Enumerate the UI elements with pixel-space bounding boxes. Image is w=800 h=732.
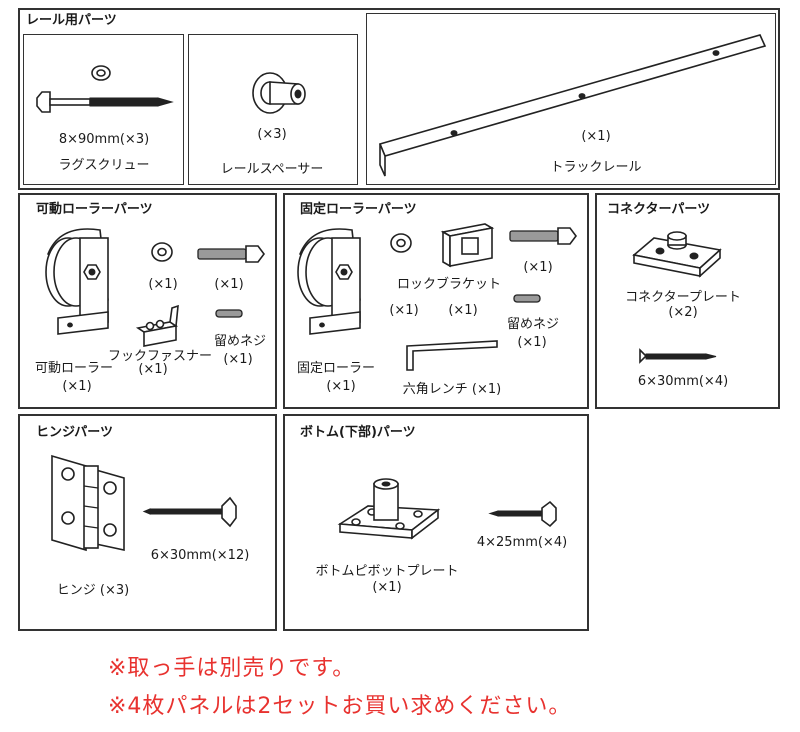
fixed-bolt-icon	[509, 227, 577, 245]
track-rail-name: トラックレール	[550, 160, 642, 175]
hinge-icon	[51, 454, 125, 552]
spacer-qty: (×3)	[257, 127, 287, 142]
hinge-screw-size: 6×30mm(×12)	[150, 548, 250, 563]
movable-roller-name: 可動ローラー	[34, 361, 113, 376]
fixed-washer-icon	[390, 233, 412, 253]
movable-roller-title: 可動ローラーパーツ	[36, 202, 153, 217]
bottom-screw-size: 4×25mm(×4)	[476, 535, 568, 550]
bottom-plate-qty: (×1)	[372, 580, 402, 595]
bottom-screw-icon	[488, 500, 557, 528]
hinge-screw-icon	[142, 496, 237, 528]
movable-roller-qty: (×1)	[62, 379, 92, 394]
movable-roller-icon	[45, 228, 109, 335]
fixed-set-screw-qty: (×1)	[517, 335, 547, 350]
spacer-name: レールスペーサー	[220, 162, 324, 177]
movable-washer-icon	[151, 242, 173, 262]
hinge-section	[18, 414, 277, 631]
lock-bracket-qty: (×1)	[448, 303, 478, 318]
rail-parts-section	[18, 8, 780, 190]
fixed-roller-name: 固定ローラー	[296, 361, 375, 376]
fixed-roller-icon	[297, 228, 361, 335]
rail-parts-title: レール用パーツ	[26, 13, 117, 28]
four-panel-note: ※4枚パネルは2セットお買い求めください。	[108, 694, 572, 719]
fixed-roller-qty: (×1)	[326, 379, 356, 394]
hook-fastener-qty: (×1)	[138, 362, 168, 377]
movable-bolt-qty: (×1)	[214, 277, 244, 292]
hook-fastener-icon	[135, 304, 179, 347]
bottom-plate-name: ボトムピボットプレート	[315, 564, 459, 579]
lag-screw-panel	[23, 34, 184, 185]
fixed-washer-qty: (×1)	[389, 303, 419, 318]
hinge-name: ヒンジ (×3)	[56, 583, 130, 598]
hex-wrench-name: 六角レンチ (×1)	[402, 382, 502, 397]
track-rail-qty: (×1)	[581, 129, 611, 144]
lock-bracket-name: ロックブラケット	[396, 277, 501, 292]
movable-set-screw-qty: (×1)	[223, 352, 253, 367]
movable-set-screw-icon	[215, 309, 243, 318]
bottom-title: ボトム(下部)パーツ	[300, 425, 416, 440]
fixed-set-screw: 留めネジ	[506, 317, 559, 332]
track-rail-icon	[378, 34, 767, 177]
movable-roller-section	[18, 193, 277, 409]
rail-spacer-icon	[252, 72, 306, 114]
bottom-pivot-plate-icon	[337, 478, 441, 540]
lag-screw-size: 8×90mm(×3)	[58, 132, 150, 147]
movable-bolt-icon	[197, 245, 265, 263]
movable-washer-qty: (×1)	[148, 277, 178, 292]
connector-title: コネクターパーツ	[607, 202, 711, 217]
connector-plate-name: コネクタープレート	[625, 290, 741, 305]
handle-sold-separately-note: ※取っ手は別売りです。	[108, 656, 356, 681]
fixed-roller-section	[283, 193, 589, 409]
connector-screw-icon	[639, 348, 717, 364]
hex-wrench-icon	[406, 340, 498, 371]
fixed-set-screw-icon	[513, 294, 541, 303]
movable-set-screw: 留めネジ	[213, 334, 266, 349]
lag-screw-icon	[36, 65, 174, 113]
spacer-panel	[188, 34, 358, 185]
connector-section	[595, 193, 780, 409]
connector-plate-qty: (×2)	[668, 305, 698, 320]
fixed-bolt-qty: (×1)	[523, 260, 553, 275]
lag-screw-name: ラグスクリュー	[58, 158, 150, 173]
bottom-section	[283, 414, 589, 631]
track-rail-panel	[366, 13, 776, 185]
lock-bracket-icon	[440, 223, 495, 268]
fixed-roller-title: 固定ローラーパーツ	[300, 202, 417, 217]
hinge-title: ヒンジパーツ	[36, 425, 113, 440]
connector-plate-icon	[632, 231, 722, 278]
connector-screw-size: 6×30mm(×4)	[637, 374, 729, 389]
hook-fastener-name: フックファスナー	[108, 349, 213, 364]
